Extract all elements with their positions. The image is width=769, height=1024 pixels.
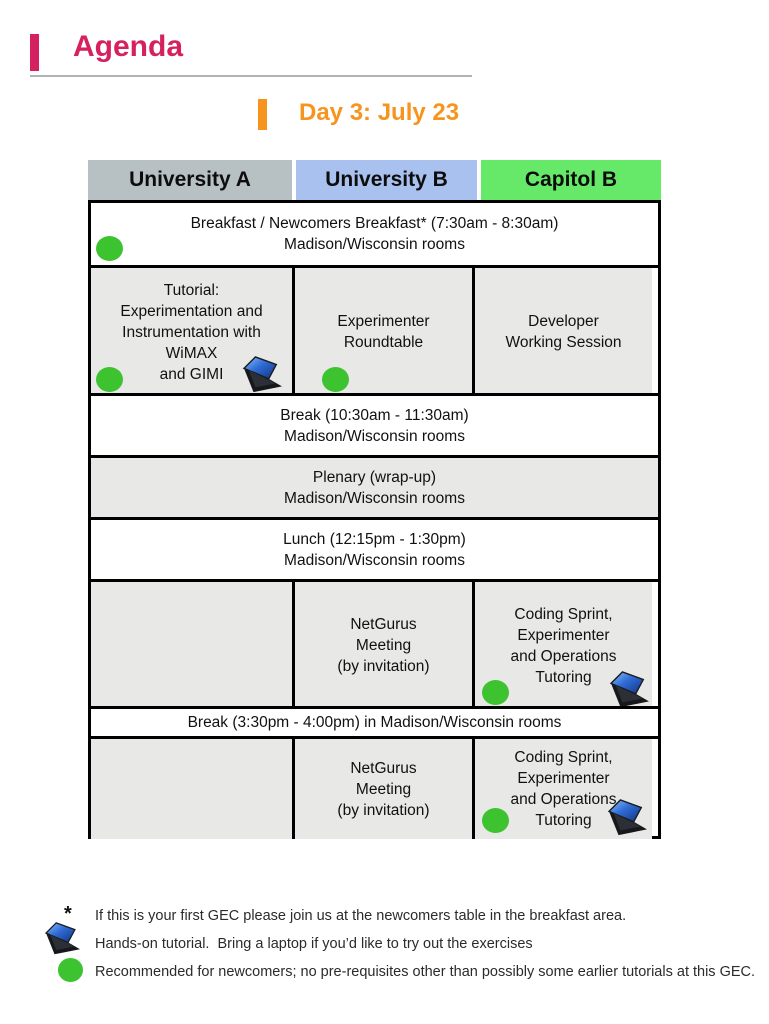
column-header-university-b: University B [296,160,477,200]
green-dot-icon [58,958,83,982]
event-room: Madison/Wisconsin rooms [284,427,465,445]
newcomer-dot-icon [482,680,509,705]
table-row-lunch: Lunch (12:15pm - 1:30pm) Madison/Wiscons… [91,517,658,579]
agenda-table: Breakfast / Newcomers Breakfast* (7:30am… [88,200,661,839]
event-line: Experimenter [517,626,610,644]
asterisk-icon: * [64,903,72,925]
table-row-morning-sessions: Tutorial: Experimentation and Instrument… [91,265,658,396]
event-title: Break (3:30pm - 4:00pm) in Madison/Wisco… [187,714,562,731]
event-line: Meeting [355,780,412,798]
newcomer-dot-icon [482,808,509,833]
table-row-break-am: Break (10:30am - 11:30am) Madison/Wiscon… [91,393,658,455]
legend-recommended-newcomers: Recommended for newcomers; no pre-requis… [95,964,756,980]
page-title: Agenda [73,30,184,63]
cell-empty [91,739,292,839]
day-heading: Day 3: July 23 [299,99,460,126]
column-header-capitol-b: Capitol B [481,160,661,200]
day-accent-bar [258,99,267,130]
cell-developer-working-session: Developer Working Session [472,268,652,396]
event-title: Plenary (wrap-up) [312,468,437,486]
title-accent-bar [30,34,39,71]
cell-empty [91,582,292,709]
table-row-plenary: Plenary (wrap-up) Madison/Wisconsin room… [91,455,658,517]
newcomer-dot-icon [96,367,123,392]
event-line: Tutoring [535,812,592,829]
event-line: Tutorial: [163,281,220,299]
event-room: Madison/Wisconsin rooms [284,236,465,253]
event-line: Working Session [505,334,622,351]
event-room: Madison/Wisconsin rooms [284,489,465,507]
agenda-column-headers: University A University B Capitol B [88,160,661,200]
cell-experimenter-roundtable: Experimenter Roundtable [292,268,472,396]
cell-tutorial-wimax-gimi: Tutorial: Experimentation and Instrument… [91,268,292,396]
event-line: Coding Sprint, [514,605,613,623]
laptop-icon [607,799,647,836]
event-line: Experimenter [337,313,430,330]
cell-coding-sprint: Coding Sprint, Experimenter and Operatio… [472,739,652,839]
newcomer-dot-icon [322,367,349,392]
legend-newcomers-breakfast: If this is your first GEC please join us… [95,908,627,924]
event-line: and Operations [510,791,617,808]
event-line: Tutoring [535,668,592,686]
event-line: Meeting [355,637,412,654]
laptop-icon [242,356,282,393]
event-line: Experimentation and [120,302,263,320]
event-title: Lunch (12:15pm - 1:30pm) [283,530,466,548]
event-line: Instrumentation with [122,323,261,341]
event-line: (by invitation) [337,658,430,675]
title-divider [30,75,472,77]
column-header-university-a: University A [88,160,292,200]
cell-netgurus-meeting: NetGurus Meeting (by invitation) [292,739,472,839]
event-line: NetGurus [350,759,417,777]
event-line: WiMAX [165,344,218,362]
event-line: Experimenter [517,770,610,787]
event-line: (by invitation) [337,801,430,819]
newcomer-dot-icon [96,236,123,261]
table-row-late-sessions: NetGurus Meeting (by invitation) Coding … [91,736,658,839]
cell-coding-sprint: Coding Sprint, Experimenter and Operatio… [472,582,652,709]
table-row-break-pm: Break (3:30pm - 4:00pm) in Madison/Wisco… [91,706,658,736]
event-line: and Operations [510,647,617,665]
event-line: Coding Sprint, [514,749,613,766]
event-line: NetGurus [350,616,417,633]
event-title: Breakfast / Newcomers Breakfast* (7:30am… [190,215,559,232]
laptop-icon [44,922,80,955]
event-line: Roundtable [343,334,424,351]
cell-netgurus-meeting: NetGurus Meeting (by invitation) [292,582,472,709]
event-line: Developer [528,313,599,330]
legend-hands-on-tutorial: Hands-on tutorial. Bring a laptop if you… [95,936,533,952]
event-line: and GIMI [159,365,224,383]
laptop-icon [609,671,649,708]
event-title: Break (10:30am - 11:30am) [280,406,469,424]
table-row-breakfast: Breakfast / Newcomers Breakfast* (7:30am… [91,203,658,265]
event-room: Madison/Wisconsin rooms [284,551,465,569]
table-row-afternoon-sessions: NetGurus Meeting (by invitation) Coding … [91,579,658,709]
